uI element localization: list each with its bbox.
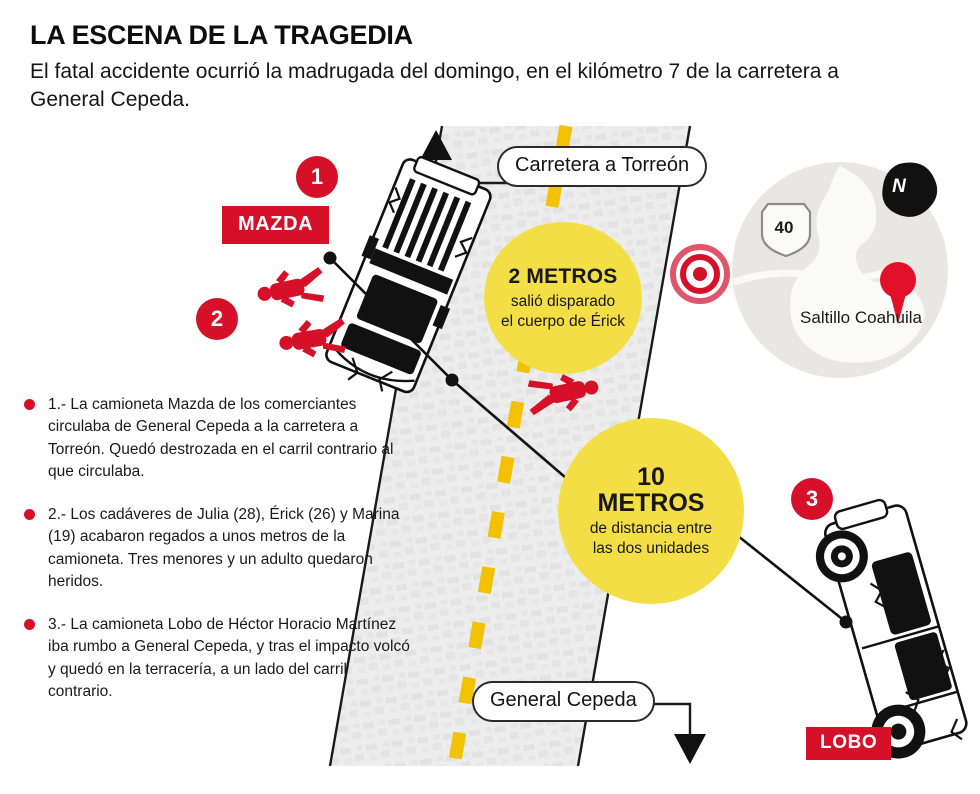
inset-locator-map: 40 N Saltillo Coahuila <box>670 160 980 380</box>
callout-value-line1: 10 <box>637 462 665 491</box>
highway-shield-number: 40 <box>774 218 794 237</box>
north-compass-icon <box>882 162 938 217</box>
legend-list: 1.- La camioneta Mazda de los comerciant… <box>20 394 410 724</box>
callout-value: 2 METROS <box>508 265 618 289</box>
inset-map-svg <box>670 162 948 378</box>
accident-target-icon <box>670 244 730 304</box>
mazda-vehicle-illustration <box>325 155 492 394</box>
bullet-icon <box>24 508 35 520</box>
page-title: LA ESCENA DE LA TRAGEDIA <box>30 20 413 50</box>
road-label-general-cepeda[interactable]: General Cepeda <box>472 681 655 722</box>
map-pin-icon <box>880 262 916 324</box>
highway-shield-icon <box>760 202 812 258</box>
list-item: 1.- La camioneta Mazda de los comerciant… <box>20 394 410 484</box>
bullet-icon <box>24 618 35 630</box>
callout-value-line2: METROS <box>597 489 705 518</box>
north-compass-label: N <box>892 176 906 197</box>
callout-description-line2: el cuerpo de Érick <box>500 312 626 330</box>
callout-10-metros: 10 METROS de distancia entre las dos uni… <box>558 418 744 604</box>
lobo-vehicle-illustration <box>815 498 968 759</box>
callout-description-line2: las dos unidades <box>592 539 710 557</box>
inset-city-label: Saltillo Coahuila <box>800 308 922 327</box>
vehicle-badge-lobo: LOBO <box>806 727 892 760</box>
victim-body-icon <box>527 374 599 416</box>
victim-body-icon <box>279 318 346 358</box>
callout-2-metros: 2 METROS salió disparado el cuerpo de Ér… <box>484 222 642 374</box>
victim-body-icon <box>257 267 325 308</box>
callout-description-line1: salió disparado <box>510 293 616 311</box>
bullet-icon <box>24 399 35 410</box>
legend-item-text: 1.- La camioneta Mazda de los comerciant… <box>48 396 394 481</box>
callout-description-line1: de distancia entre <box>589 520 713 538</box>
legend-item-text: 2.- Los cadáveres de Julia (28), Érick (… <box>48 505 400 591</box>
list-item: 2.- Los cadáveres de Julia (28), Érick (… <box>20 504 410 594</box>
legend-item-text: 3.- La camioneta Lobo de Héctor Horacio … <box>48 615 410 701</box>
page-subtitle: El fatal accidente ocurrió la madrugada … <box>30 60 839 111</box>
step-marker-3[interactable]: 3 <box>791 478 833 520</box>
step-marker-2[interactable]: 2 <box>196 298 238 340</box>
road-label-carretera-torreon[interactable]: Carretera a Torreón <box>497 146 708 187</box>
list-item: 3.- La camioneta Lobo de Héctor Horacio … <box>20 614 410 704</box>
vehicle-badge-mazda: MAZDA <box>222 206 330 244</box>
step-marker-1[interactable]: 1 <box>296 156 338 198</box>
